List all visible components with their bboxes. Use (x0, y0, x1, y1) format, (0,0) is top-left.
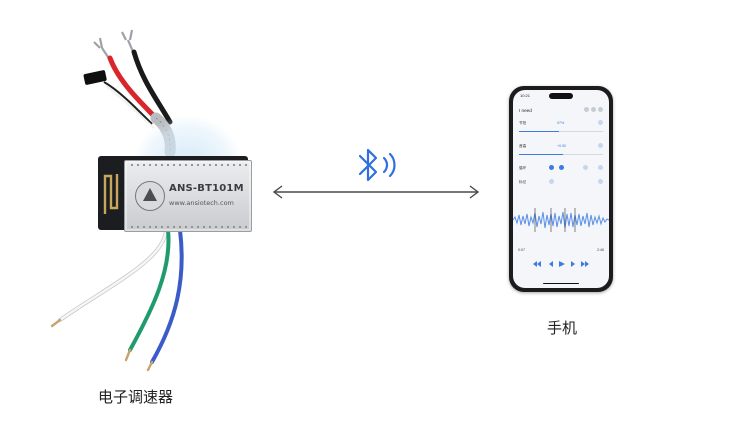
waveform[interactable] (513, 208, 609, 232)
loop-b-button[interactable] (559, 165, 564, 170)
header-icons (584, 107, 603, 112)
servo-connector (83, 70, 107, 85)
status-time: 10:21 (520, 93, 531, 98)
double-headed-arrow (272, 185, 480, 199)
playback-controls[interactable] (531, 260, 591, 268)
module-model-label: ANS-BT101M (169, 183, 244, 194)
row-label: 音高 (519, 144, 527, 148)
total-time: 2:46 (597, 248, 604, 252)
phone-screen: 10:21 I need 节拍 97% 音高 +0.50 循环 标记 0:07 … (513, 90, 609, 288)
row-label: 循环 (519, 166, 527, 170)
row-value: +0.50 (557, 144, 567, 148)
wire-blue (150, 228, 184, 364)
reset-icon[interactable] (598, 143, 603, 148)
module-url-label: www.ansiotech.com (169, 199, 234, 207)
reset-icon[interactable] (598, 120, 603, 125)
pitch-slider[interactable] (519, 154, 603, 156)
mark-button[interactable] (549, 179, 554, 184)
ansiotech-logo (135, 181, 165, 211)
wire-signal-white (105, 85, 155, 129)
spade-terminals (93, 29, 136, 61)
row-label: 节拍 (519, 121, 527, 125)
esc-module-illustration: ANS-BT101M www.ansiotech.com (40, 20, 280, 380)
screen-title: I need (519, 108, 532, 113)
wire-green (128, 228, 171, 352)
tempo-slider[interactable] (519, 131, 603, 133)
wire-black (131, 49, 173, 125)
module-caption: 电子调速器 (98, 388, 174, 406)
dynamic-island (549, 93, 573, 99)
pcb-antenna (103, 174, 119, 214)
loop-a-button[interactable] (549, 165, 554, 170)
row-label: 标记 (519, 180, 527, 184)
wire-signal-black (103, 81, 153, 125)
phone-caption: 手机 (547, 319, 578, 337)
module-shield-can: ANS-BT101M www.ansiotech.com (124, 160, 252, 232)
home-indicator (543, 282, 579, 284)
elapsed-time: 0:07 (518, 248, 525, 252)
row-value: 97% (557, 121, 565, 125)
mark-menu[interactable] (598, 179, 603, 184)
smartphone: 10:21 I need 节拍 97% 音高 +0.50 循环 标记 0:07 … (509, 86, 613, 292)
bluetooth-icon (358, 148, 396, 182)
loop-toggle[interactable] (583, 165, 588, 170)
loop-clear[interactable] (598, 165, 603, 170)
